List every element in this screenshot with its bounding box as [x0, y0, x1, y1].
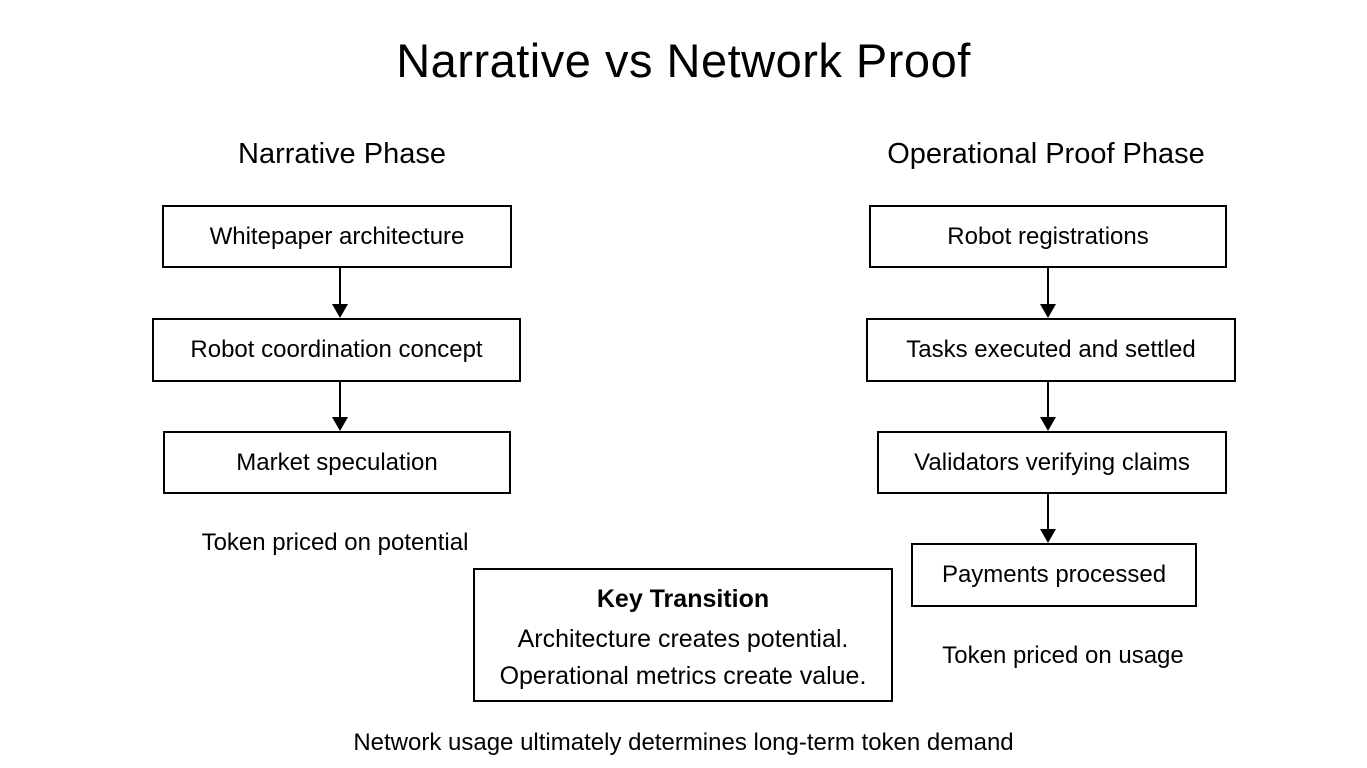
down-arrow — [1040, 382, 1056, 431]
left-column-caption: Token priced on potential — [201, 529, 469, 556]
arrow-head-icon — [332, 417, 348, 431]
arrow-head-icon — [1040, 529, 1056, 543]
down-arrow — [1040, 268, 1056, 318]
arrow-stem — [339, 268, 341, 304]
flow-box-payments-processed: Payments processed — [911, 543, 1197, 607]
flow-box-market-speculation: Market speculation — [163, 431, 511, 494]
right-column-caption: Token priced on usage — [942, 642, 1184, 669]
flow-box-whitepaper-architecture: Whitepaper architecture — [162, 205, 512, 268]
key-transition-line2: Operational metrics create value. — [499, 662, 867, 690]
arrow-head-icon — [1040, 417, 1056, 431]
narrative-phase-header: Narrative Phase — [238, 138, 446, 170]
flow-box-robot-registrations: Robot registrations — [869, 205, 1227, 268]
arrow-stem — [1047, 494, 1049, 529]
operational-proof-phase-header: Operational Proof Phase — [887, 138, 1205, 170]
key-transition-title: Key Transition — [596, 585, 770, 613]
arrow-stem — [339, 382, 341, 417]
down-arrow — [332, 382, 348, 431]
flow-box-tasks-executed-and-settled: Tasks executed and settled — [866, 318, 1236, 382]
key-transition-box: Key Transition Architecture creates pote… — [473, 568, 893, 702]
down-arrow — [332, 268, 348, 318]
arrow-head-icon — [1040, 304, 1056, 318]
footer-note: Network usage ultimately determines long… — [353, 729, 1014, 756]
arrow-stem — [1047, 268, 1049, 304]
arrow-stem — [1047, 382, 1049, 417]
page-title: Narrative vs Network Proof — [396, 34, 971, 87]
flow-box-validators-verifying-claims: Validators verifying claims — [877, 431, 1227, 494]
down-arrow — [1040, 494, 1056, 543]
flow-box-robot-coordination-concept: Robot coordination concept — [152, 318, 521, 382]
key-transition-line1: Architecture creates potential. — [517, 625, 849, 653]
arrow-head-icon — [332, 304, 348, 318]
